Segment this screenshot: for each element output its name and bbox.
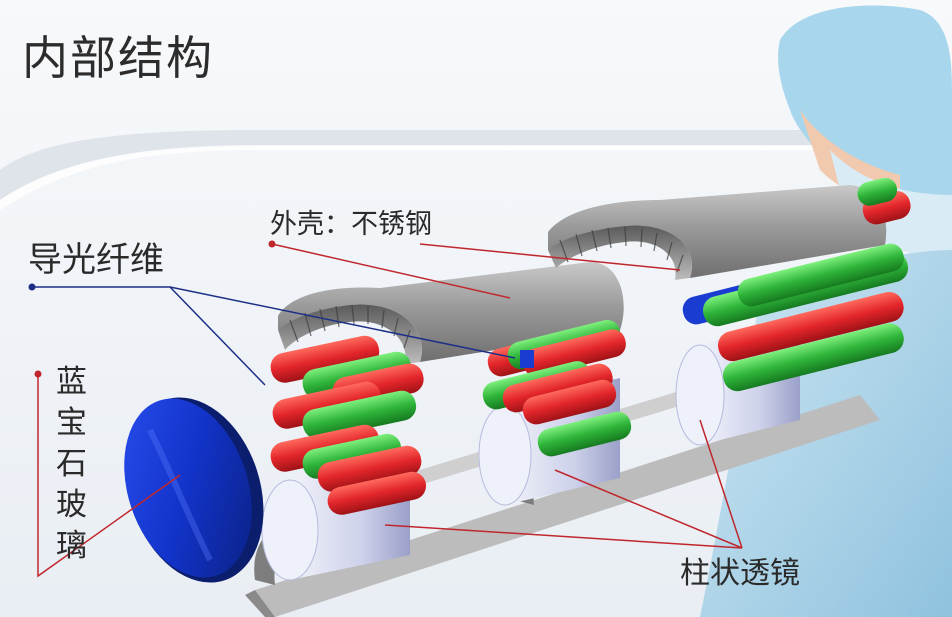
- leader-lines: [28, 240, 743, 578]
- leader-line-fiber-2: [169, 286, 516, 359]
- fiber-bundle-2: [482, 319, 632, 457]
- fiber-bundle-1: [270, 335, 427, 515]
- leader-line-lens-2: [554, 469, 743, 549]
- leader-dot-sapphire: [34, 370, 42, 378]
- label-fiber: 导光纤维: [28, 240, 164, 280]
- leader-line-lens-1: [384, 524, 743, 549]
- leader-line-lens-3: [699, 419, 743, 549]
- fiber-bundle-3: [682, 177, 911, 392]
- shell-segment-2: [548, 185, 887, 280]
- leader-dot-shell: [268, 240, 276, 248]
- leader-line-shell-1: [271, 243, 511, 299]
- label-cylindrical-lens: 柱状透镜: [680, 556, 800, 591]
- leader-line-sapphire: [37, 374, 181, 578]
- label-sapphire-glass: 蓝宝石玻璃: [56, 364, 87, 564]
- label-shell: 外壳：不锈钢: [270, 209, 432, 240]
- sapphire-disk: [124, 397, 264, 583]
- surgical-cap: [778, 5, 952, 231]
- leader-dot-fiber: [28, 283, 36, 291]
- page-title: 内部结构: [22, 31, 214, 85]
- leader-line-shell-2: [419, 243, 681, 271]
